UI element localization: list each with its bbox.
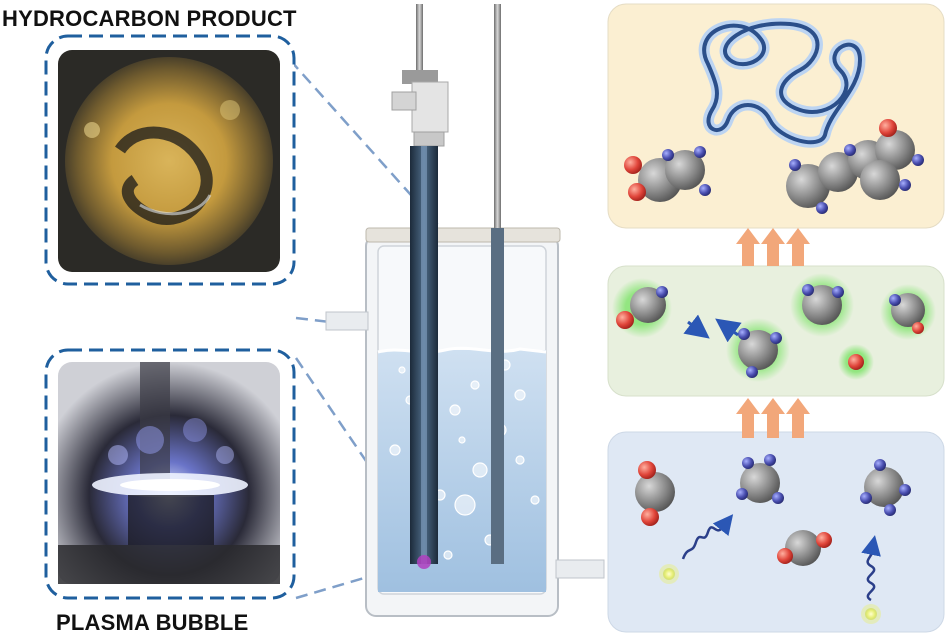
panel-reactant bbox=[608, 432, 944, 632]
plasma-spot-icon bbox=[417, 555, 431, 569]
hydrocarbon-product-label: HYDROCARBON PRODUCT bbox=[2, 6, 297, 32]
water bbox=[378, 350, 546, 592]
up-arrows-top bbox=[736, 228, 810, 266]
plasma-bubble-label: PLASMA BUBBLE bbox=[56, 610, 248, 636]
electrode-right-rod bbox=[494, 4, 501, 228]
hydrocarbon-product-callout bbox=[46, 36, 294, 284]
electrode-block bbox=[412, 82, 448, 132]
side-port-right bbox=[556, 560, 604, 578]
reactor bbox=[326, 4, 604, 616]
electrode-right-tube bbox=[491, 228, 504, 564]
lid bbox=[366, 228, 560, 242]
electrode-knob bbox=[392, 92, 416, 110]
side-port-left bbox=[326, 312, 368, 330]
plasma-bubble-callout bbox=[46, 350, 294, 598]
up-arrows-bottom bbox=[736, 398, 810, 438]
electrode-left-rod bbox=[416, 4, 423, 70]
